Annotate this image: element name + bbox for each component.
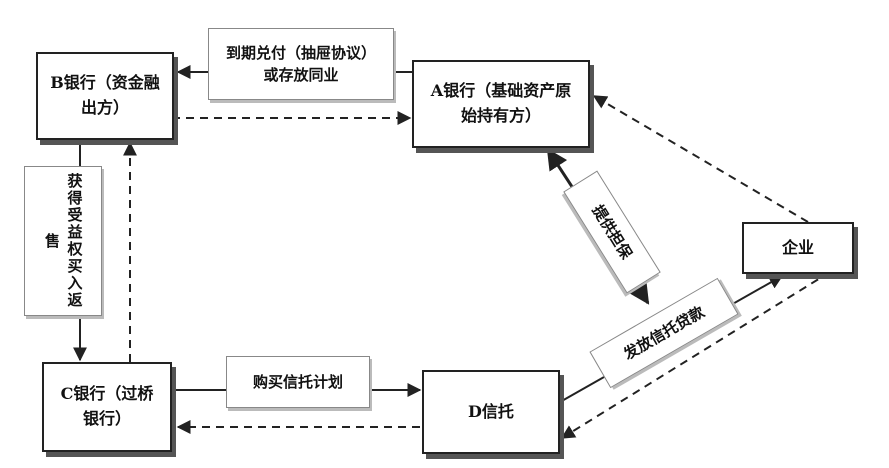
node-enterprise-text: 企业 [781,237,814,257]
node-bank-c-text: C银行（过桥银行） [60,384,154,428]
edge-enterprise-to-a-dashed [592,95,809,223]
node-trust-d-text: D信托 [468,401,514,421]
label-buy-trust: 购买信托计划 [226,356,370,408]
edge-enterprise-to-d-dashed [560,271,831,439]
node-bank-a-text: A银行（基础资产原始持有方） [430,81,572,125]
node-bank-a: A银行（基础资产原始持有方） [412,60,590,148]
label-repurchase-text: 到期兑付（抽屉协议）或存放同业 [225,43,376,85]
label-beneficiary: 获得受益权买入返售 [24,166,102,316]
label-buy-trust-text: 购买信托计划 [252,372,343,391]
node-trust-d: D信托 [422,370,560,454]
node-bank-b-text: B银行（资金融出方） [50,73,160,117]
node-bank-b: B银行（资金融出方） [36,52,174,140]
node-bank-c: C银行（过桥银行） [42,362,172,452]
node-enterprise: 企业 [742,222,854,274]
label-repurchase: 到期兑付（抽屉协议）或存放同业 [208,28,394,100]
label-beneficiary-text: 获得受益权买入返售 [43,173,84,309]
